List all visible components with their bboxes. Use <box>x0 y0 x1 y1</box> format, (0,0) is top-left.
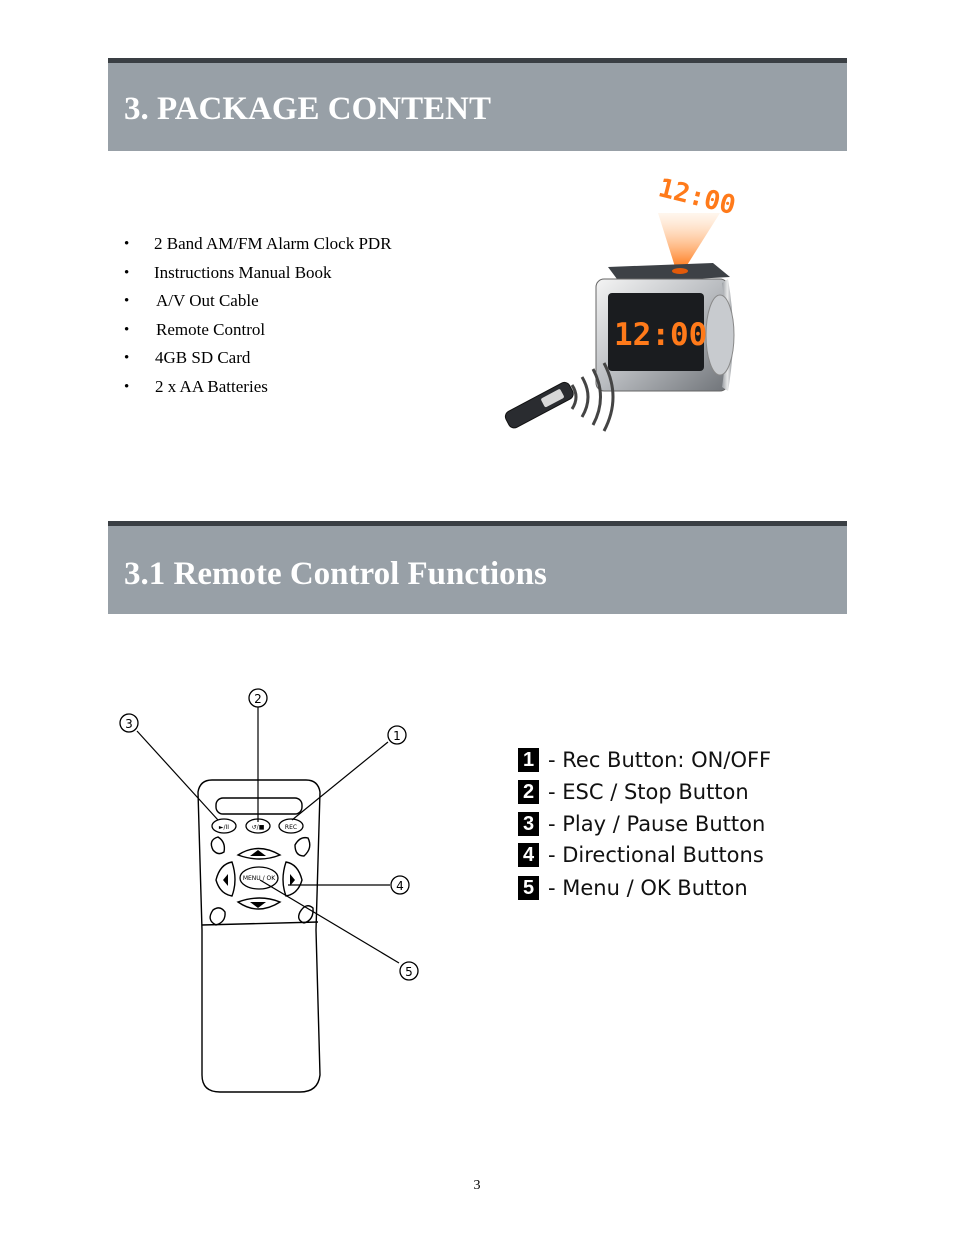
esc-stop-label: ↺/■ <box>252 824 265 831</box>
section-header-package-content: 3. PACKAGE CONTENT <box>108 58 847 151</box>
menu-ok-button <box>239 866 279 890</box>
bullet: • <box>124 378 130 395</box>
bullet: • <box>124 264 130 281</box>
list-item-text: A/V Out Cable <box>156 291 259 311</box>
list-item-text: 4GB SD Card <box>155 348 251 368</box>
legend-label: - ESC / Stop Button <box>548 779 749 804</box>
legend-number: 4 <box>518 843 539 868</box>
callout-3: 3 <box>125 717 133 731</box>
section-title: 3.1 Remote Control Functions <box>124 556 547 592</box>
callout-2: 2 <box>254 692 262 706</box>
clock-display <box>608 293 704 371</box>
list-item-text: 2 x AA Batteries <box>155 376 268 396</box>
callout-5: 5 <box>405 965 413 979</box>
speaker-grill <box>705 294 735 376</box>
play-pause-label: ►/II <box>219 824 229 831</box>
remote-body <box>197 779 321 1093</box>
rec-label: REC <box>285 824 297 831</box>
section-title: 3. PACKAGE CONTENT <box>124 91 491 127</box>
right-button <box>282 861 303 897</box>
legend-number: 5 <box>518 876 539 901</box>
remote-control-small <box>504 381 574 429</box>
section-header-remote-functions: 3.1 Remote Control Functions <box>108 521 847 614</box>
bullet: • <box>124 350 130 367</box>
clock-top <box>608 263 730 283</box>
callout-1: 1 <box>393 729 401 743</box>
list-item-text: 2 Band AM/FM Alarm Clock PDR <box>154 234 392 253</box>
bullet: • <box>124 236 130 252</box>
legend-label: - Rec Button: ON/OFF <box>548 748 772 772</box>
legend-label: - Directional Buttons <box>548 843 764 868</box>
list-item-text: Remote Control <box>156 319 266 339</box>
bullet: • <box>124 321 130 338</box>
remote-slot <box>215 797 303 815</box>
legend-label: - Play / Pause Button <box>548 811 766 836</box>
signal-waves <box>570 362 615 432</box>
up-button <box>236 847 282 860</box>
alarm-clock-projector-image: 12:00. 12:00. <box>504 175 738 432</box>
menu-ok-label: MENU / OK <box>243 875 276 882</box>
bullet: • <box>124 293 130 310</box>
play-pause-button <box>211 818 237 834</box>
remote-control-diagram: ►/II ↺/■ REC MENU / OK 1 2 3 4 5 <box>119 688 419 1093</box>
legend-label: - Menu / OK Button <box>548 876 748 901</box>
down-button <box>236 897 282 910</box>
list-item-text: Instructions Manual Book <box>154 262 332 282</box>
legend-number: 2 <box>518 779 539 804</box>
page-number: 3 <box>473 1178 481 1193</box>
legend-number: 3 <box>518 811 539 836</box>
legend-number: 1 <box>518 748 539 772</box>
projection-beam <box>658 213 720 270</box>
rec-button <box>278 818 304 834</box>
callout-4: 4 <box>396 879 404 893</box>
left-button <box>215 861 236 897</box>
